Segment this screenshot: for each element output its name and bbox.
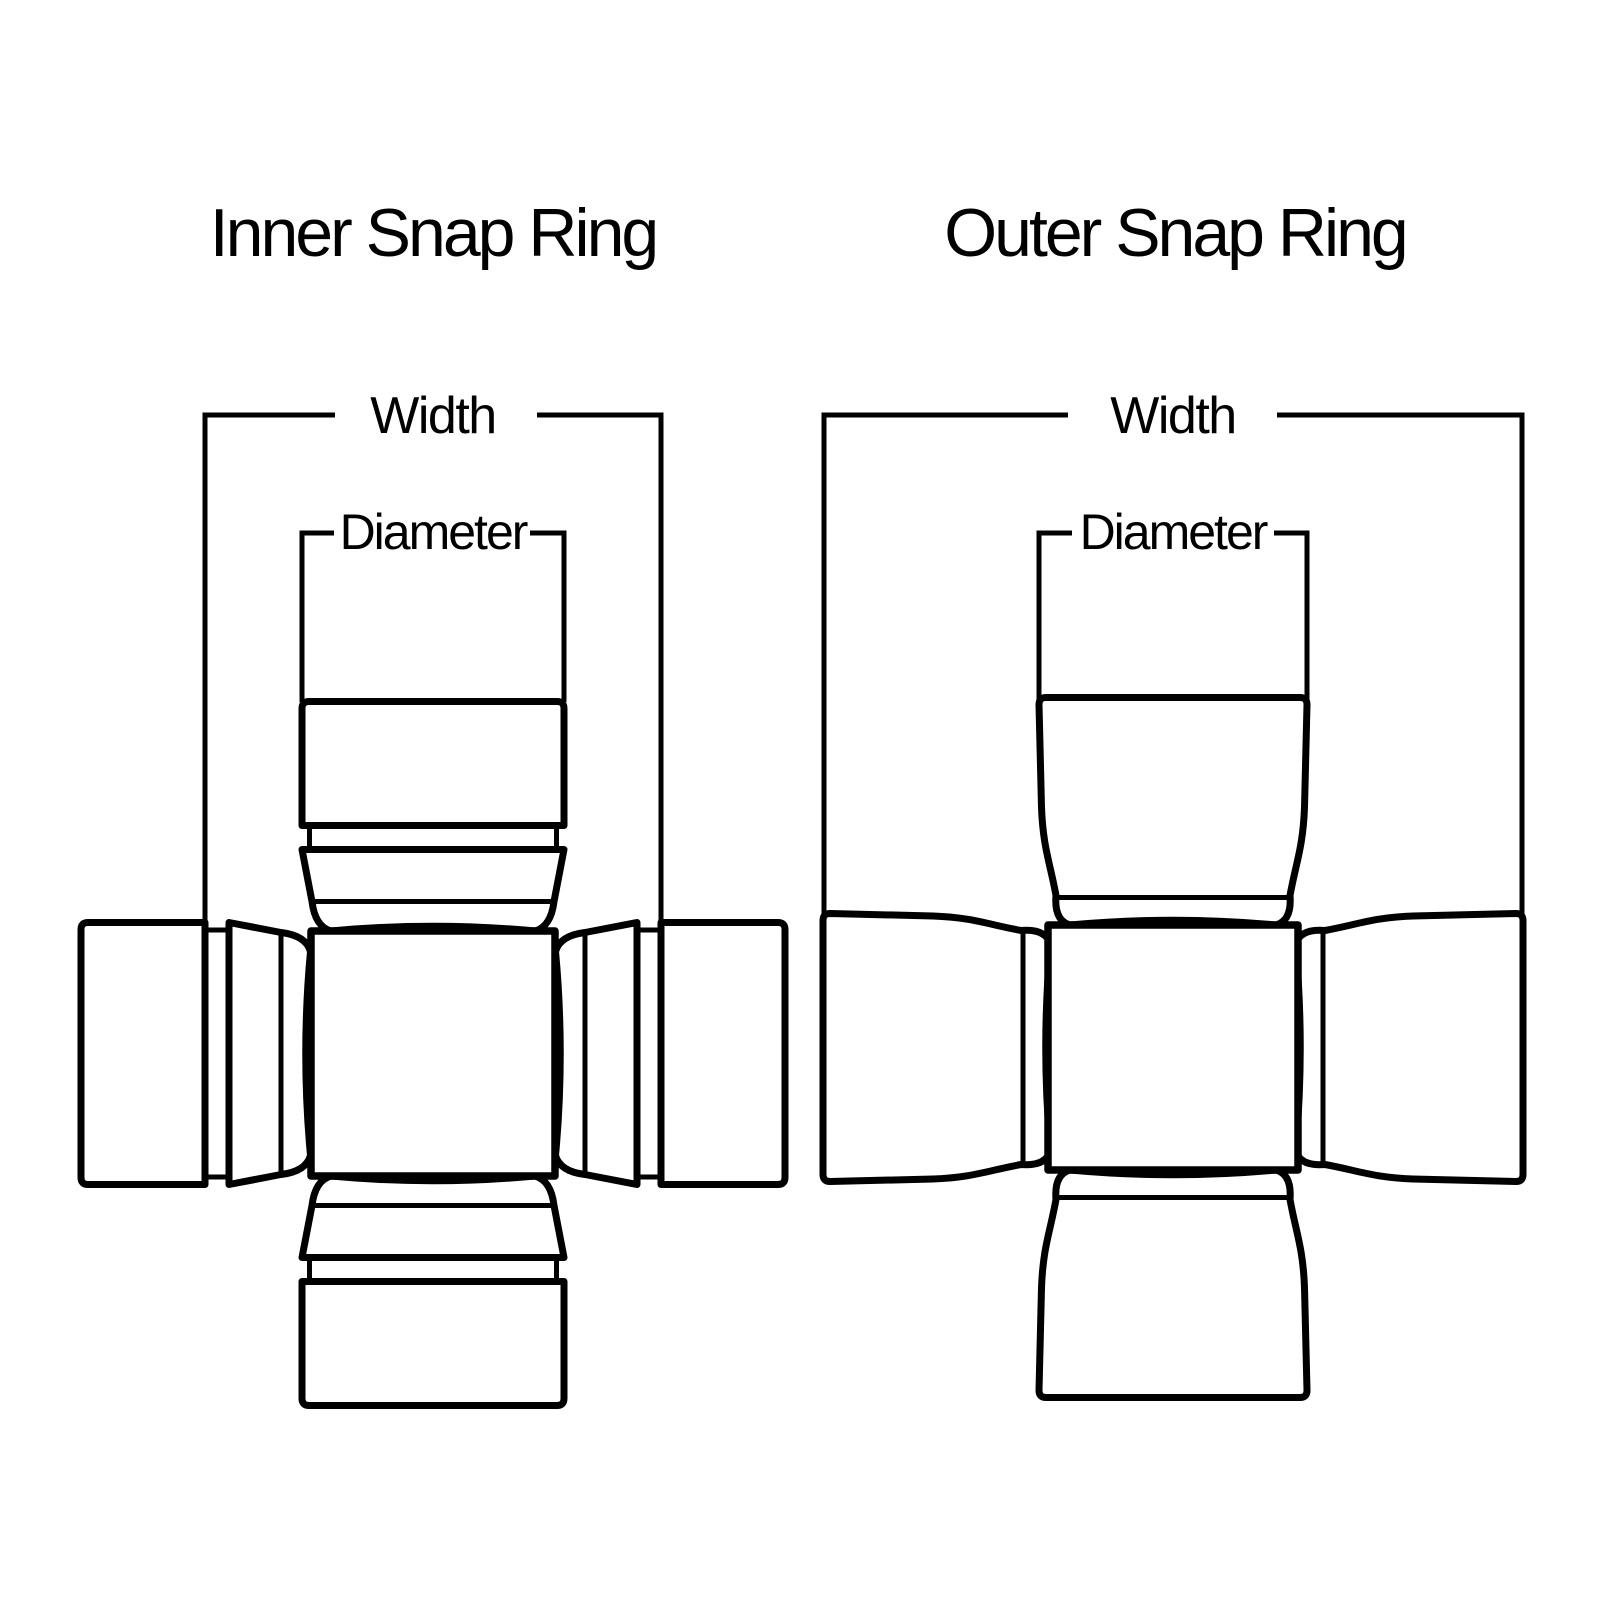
- outer-diameter-label: Diameter: [1080, 504, 1268, 560]
- inner-arm-left: [81, 923, 311, 1185]
- outer-width-bracket: [821, 412, 1525, 915]
- outer-diameter-bracket: [1036, 530, 1310, 699]
- inner-arm-top: [302, 702, 564, 932]
- inner-arm-bottom: [302, 1176, 564, 1406]
- outer-arm-right: [1296, 914, 1524, 1182]
- outer-diagram-title: Outer Snap Ring: [944, 195, 1406, 271]
- outer-arm-left: [823, 914, 1051, 1182]
- outer-cross-body: [1044, 921, 1302, 1174]
- outer-snap-ring-diagram: Outer Snap Ring Width Diameter: [823, 195, 1523, 1398]
- inner-diameter-label: Diameter: [340, 504, 528, 560]
- inner-diagram-title: Inner Snap Ring: [210, 195, 656, 271]
- inner-diameter-bracket: [299, 530, 567, 702]
- outer-arm-top: [1039, 698, 1307, 926]
- inner-width-bracket: [202, 412, 664, 924]
- inner-cross-body: [307, 927, 559, 1180]
- outer-width-label: Width: [1110, 387, 1235, 445]
- inner-snap-ring-diagram: Inner Snap Ring Width Diameter: [81, 195, 785, 1406]
- outer-arm-bottom: [1039, 1170, 1307, 1398]
- inner-arm-right: [556, 923, 786, 1185]
- inner-width-label: Width: [370, 387, 495, 445]
